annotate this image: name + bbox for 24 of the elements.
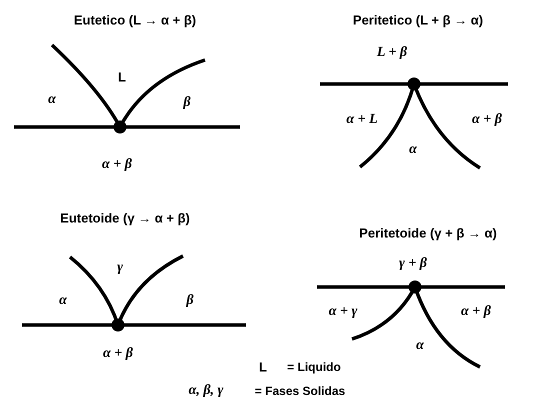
phase-label: α + γ [328, 305, 358, 319]
phase-label: α [48, 93, 56, 107]
phase-label: α + β [461, 305, 491, 319]
legend-text: = Liquido [287, 361, 341, 373]
phase-label: α [416, 339, 424, 353]
phase-label: α + β [102, 158, 132, 172]
legend-text: = Fases Solidas [254, 385, 346, 397]
phase-label: L + β [376, 46, 408, 60]
phase-label: β [186, 294, 194, 308]
reaction-title: Eutetoide (γ → α + β) [60, 212, 190, 224]
phase-label: α [59, 294, 67, 308]
phase-label: L [259, 360, 267, 374]
phase-label: α, β, γ [188, 384, 224, 398]
reaction-title: Eutetico (L → α + β) [74, 14, 196, 26]
reaction-title: Peritetico (L + β → α) [352, 14, 484, 26]
phase-label: γ + β [399, 257, 427, 271]
phase-label: α + β [103, 347, 133, 361]
reaction-title: Peritetoide (γ + β → α) [359, 226, 497, 240]
phase-label: α + L [346, 113, 378, 127]
phase-label: α [409, 143, 417, 157]
phase-label: γ [117, 261, 123, 275]
phase-label: α + β [472, 113, 502, 127]
phase-label: β [183, 96, 191, 110]
phase-label: L [118, 70, 126, 84]
